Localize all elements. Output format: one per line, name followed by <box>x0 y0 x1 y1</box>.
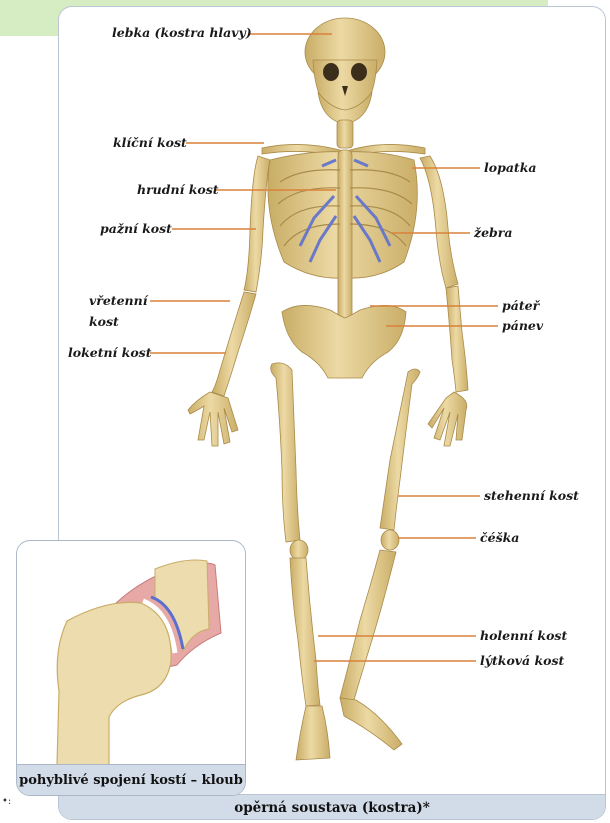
label-femur: stehenní kost <box>484 488 579 504</box>
inset-caption: pohyblivé spojení kostí – kloub <box>17 773 245 788</box>
label-pelvis: pánev <box>502 318 543 334</box>
label-tibia: holenní kost <box>480 628 567 644</box>
label-skull: lebka (kostra hlavy) <box>112 25 252 41</box>
femur-right <box>380 369 420 530</box>
patella-left <box>290 540 308 560</box>
label-scapula: lopatka <box>484 160 536 176</box>
inset-caption-bar: pohyblivé spojení kostí – kloub <box>17 764 245 795</box>
hand-right <box>428 392 467 446</box>
patella-right <box>381 530 399 550</box>
spine <box>338 150 352 320</box>
label-radius-line2: kost <box>89 314 119 330</box>
forearm-right <box>446 286 468 392</box>
margin-dots: •: <box>2 796 11 807</box>
label-fibula: lýtková kost <box>480 653 564 669</box>
joint-inset: pohyblivé spojení kostí – kloub <box>16 540 246 796</box>
label-sternum: hrudní kost <box>137 182 219 198</box>
humerus-left <box>244 156 270 292</box>
hand-left <box>188 392 238 446</box>
joint-illustration <box>17 541 245 765</box>
shin-right <box>340 550 396 700</box>
label-radius-line1: vřetenní <box>89 293 147 309</box>
label-humerus: pažní kost <box>100 221 172 237</box>
neck <box>337 120 353 148</box>
label-clavicle: klíční kost <box>113 135 187 151</box>
joint-bone <box>57 602 171 765</box>
label-ribs: žebra <box>474 225 512 241</box>
label-patella: čéška <box>480 530 519 546</box>
label-ulna: loketní kost <box>68 345 151 361</box>
femur-left <box>271 363 300 542</box>
label-spine: páteř <box>502 298 539 314</box>
foot-left <box>296 706 330 760</box>
humerus-right <box>420 156 458 288</box>
foot-right <box>340 698 402 750</box>
forearm-left <box>212 292 256 396</box>
shin-left <box>290 558 320 706</box>
